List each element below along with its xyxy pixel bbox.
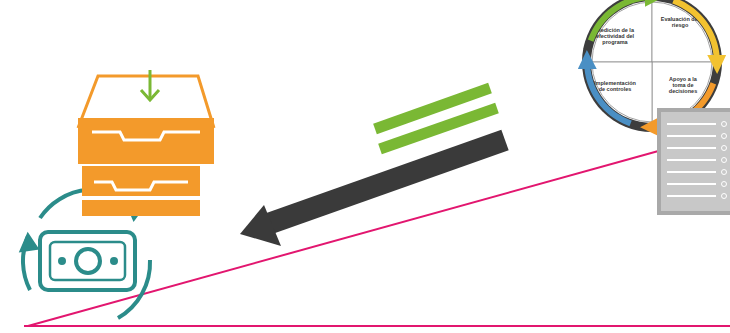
cycle-segment: Evaluación del riesgo	[652, 2, 712, 62]
cycle-arrow	[673, 1, 717, 65]
cycle-arrow	[587, 60, 631, 124]
banknote-inner	[50, 242, 125, 280]
document-icon	[657, 108, 730, 215]
base-line	[24, 325, 730, 327]
segment-label: Apoyo a la toma de decisiones	[662, 76, 704, 94]
tray-gap	[82, 196, 200, 200]
cycle-arrowhead	[22, 236, 36, 250]
cycle-ring	[582, 0, 722, 132]
cycle-arrow	[591, 0, 655, 41]
segment-label: Evaluación del riesgo	[660, 16, 700, 28]
down-arrow-head	[141, 90, 159, 100]
document-bullets	[722, 122, 727, 199]
tray	[78, 118, 214, 164]
document-sheet	[657, 108, 730, 215]
segment-outline	[652, 62, 712, 122]
document-panel	[661, 112, 730, 211]
arrow-head	[240, 205, 281, 246]
leader-line	[28, 150, 662, 326]
segment-outline	[652, 2, 712, 62]
flow-arrow	[240, 140, 505, 246]
cycle-segment: Medición de la efectividad del programa	[592, 2, 652, 62]
banknote	[40, 232, 135, 290]
segment-label: Medición de la efectividad del programa	[594, 27, 636, 45]
banknote-coin	[76, 249, 100, 273]
down-arrow	[149, 70, 152, 98]
segment-label: Implementación de controles	[593, 80, 637, 92]
arrow-shaft	[268, 140, 505, 224]
segment-outline	[592, 2, 652, 62]
document-lines	[667, 124, 716, 196]
tray	[82, 166, 200, 216]
banknote-dot	[112, 259, 116, 263]
segment-outline	[592, 62, 652, 122]
inbox-trays	[78, 70, 214, 216]
cycle-segment: Implementación de controles	[592, 62, 652, 122]
cycle-disc	[591, 1, 713, 123]
banknote-dot	[60, 259, 64, 263]
green-bar	[375, 88, 490, 129]
segment-shape	[652, 2, 712, 62]
tray-slot	[94, 182, 188, 190]
cycle-arrow	[650, 83, 714, 127]
cycle-segment: Apoyo a la toma de decisiones	[652, 62, 712, 122]
tray-slot	[92, 132, 200, 140]
